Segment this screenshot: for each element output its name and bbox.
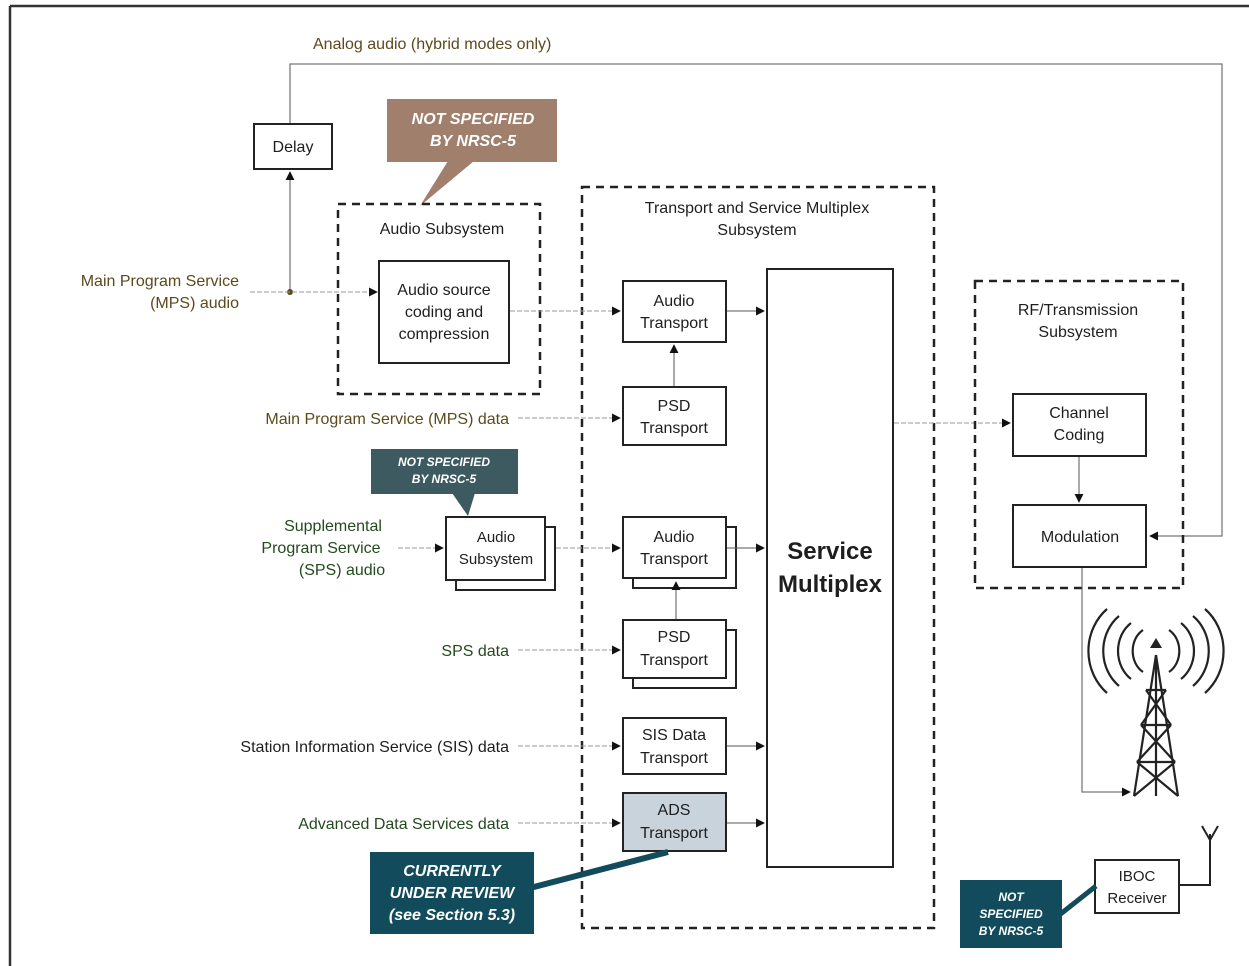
sps-audio-transport-line-2: Transport — [640, 551, 708, 568]
mps-psd-transport-box — [622, 386, 727, 446]
tower-tip — [1150, 638, 1162, 648]
audio-source-coding-line-3: compression — [399, 326, 490, 343]
delay-box — [253, 123, 333, 170]
svg-text:SPECIFIED: SPECIFIED — [979, 907, 1043, 921]
mps-psd-transport-line-1: PSD — [658, 398, 691, 415]
delay-label: Delay — [273, 139, 314, 156]
svg-text:NOT SPECIFIED: NOT SPECIFIED — [412, 111, 535, 128]
rf-subsystem-region — [973, 279, 1185, 590]
sps-audio-label-1: Supplemental — [284, 518, 382, 535]
mps-data-label: Main Program Service (MPS) data — [265, 411, 509, 428]
sps-audio-subsystem-line-2: Subsystem — [459, 551, 533, 568]
svg-text:(see Section 5.3): (see Section 5.3) — [389, 907, 515, 924]
service-multiplex-line-1: Service — [787, 538, 872, 565]
sps-audio-label-2: Program Service — [261, 540, 380, 557]
transport-mux-title-2: Subsystem — [717, 222, 796, 239]
sps-audio-subsystem-line-1: Audio — [477, 529, 515, 546]
mps-audio-transport-box — [622, 280, 727, 343]
channel-coding-line-1: Channel — [1049, 405, 1109, 422]
mps-audio-transport-line-1: Audio — [654, 293, 695, 310]
audio-source-coding-line-1: Audio source — [397, 282, 490, 299]
mps-psd-transport-line-2: Transport — [640, 420, 708, 437]
sps-psd-transport-line-2: Transport — [640, 652, 708, 669]
service-multiplex-box — [766, 268, 894, 868]
sis-transport-line-1: SIS Data — [642, 727, 706, 744]
svg-text:UNDER REVIEW: UNDER REVIEW — [390, 885, 516, 902]
iboc-receiver-line-1: IBOC — [1119, 868, 1156, 885]
sps-psd-transport-line-1: PSD — [658, 629, 691, 646]
service-multiplex-line-2: Multiplex — [778, 571, 883, 598]
mps-audio-transport-line-2: Transport — [640, 315, 708, 332]
svg-text:CURRENTLY: CURRENTLY — [403, 863, 502, 880]
not-specified-callout-sps: NOT SPECIFIED BY NRSC-5 — [371, 449, 518, 516]
audio-source-coding-line-2: coding and — [405, 304, 483, 321]
receiver-antenna-icon — [1180, 825, 1219, 886]
iboc-receiver-line-2: Receiver — [1107, 890, 1166, 907]
tower-icon — [1087, 608, 1225, 797]
not-specified-callout-receiver: NOT SPECIFIED BY NRSC-5 — [960, 880, 1098, 948]
audio-subsystem-title: Audio Subsystem — [380, 221, 505, 238]
ads-data-label: Advanced Data Services data — [298, 816, 509, 833]
not-specified-callout-top: NOT SPECIFIED BY NRSC-5 — [387, 99, 557, 206]
sps-psd-transport-box — [622, 619, 727, 679]
sps-audio-subsystem-box — [445, 516, 546, 581]
sis-transport-box — [622, 717, 727, 775]
ads-transport-line-2: Transport — [640, 825, 708, 842]
ads-transport-box — [622, 792, 727, 852]
modulation-box — [1012, 504, 1147, 568]
sis-data-label: Station Information Service (SIS) data — [240, 739, 509, 756]
svg-text:BY NRSC-5: BY NRSC-5 — [412, 472, 477, 486]
under-review-callout: CURRENTLY UNDER REVIEW (see Section 5.3) — [370, 849, 669, 934]
analog-audio-label: Analog audio (hybrid modes only) — [313, 36, 551, 53]
audio-subsystem-region — [336, 202, 542, 396]
transport-mux-region — [580, 185, 936, 930]
ads-transport-line-1: ADS — [658, 802, 691, 819]
svg-text:NOT: NOT — [998, 890, 1025, 904]
sps-audio-label-3: (SPS) audio — [299, 562, 385, 579]
sps-audio-transport-box — [622, 516, 727, 579]
audio-source-coding-box — [378, 260, 510, 364]
mps-audio-label-1: Main Program Service — [81, 273, 239, 290]
svg-text:BY NRSC-5: BY NRSC-5 — [979, 924, 1044, 938]
channel-coding-box — [1012, 393, 1147, 457]
analog-audio-path — [289, 63, 1223, 541]
modulation-to-antenna-line — [1081, 568, 1131, 797]
mps-audio-label-2: (MPS) audio — [150, 295, 239, 312]
rf-title-2: Subsystem — [1038, 324, 1117, 341]
svg-text:BY NRSC-5: BY NRSC-5 — [430, 133, 517, 150]
rf-title-1: RF/Transmission — [1018, 302, 1138, 319]
svg-text:NOT SPECIFIED: NOT SPECIFIED — [398, 455, 490, 469]
sps-data-label: SPS data — [441, 643, 509, 660]
sis-transport-line-2: Transport — [640, 750, 708, 767]
modulation-label: Modulation — [1041, 529, 1119, 546]
channel-coding-line-2: Coding — [1054, 427, 1105, 444]
sps-audio-transport-line-1: Audio — [654, 529, 695, 546]
transport-mux-title-1: Transport and Service Multiplex — [645, 200, 869, 217]
